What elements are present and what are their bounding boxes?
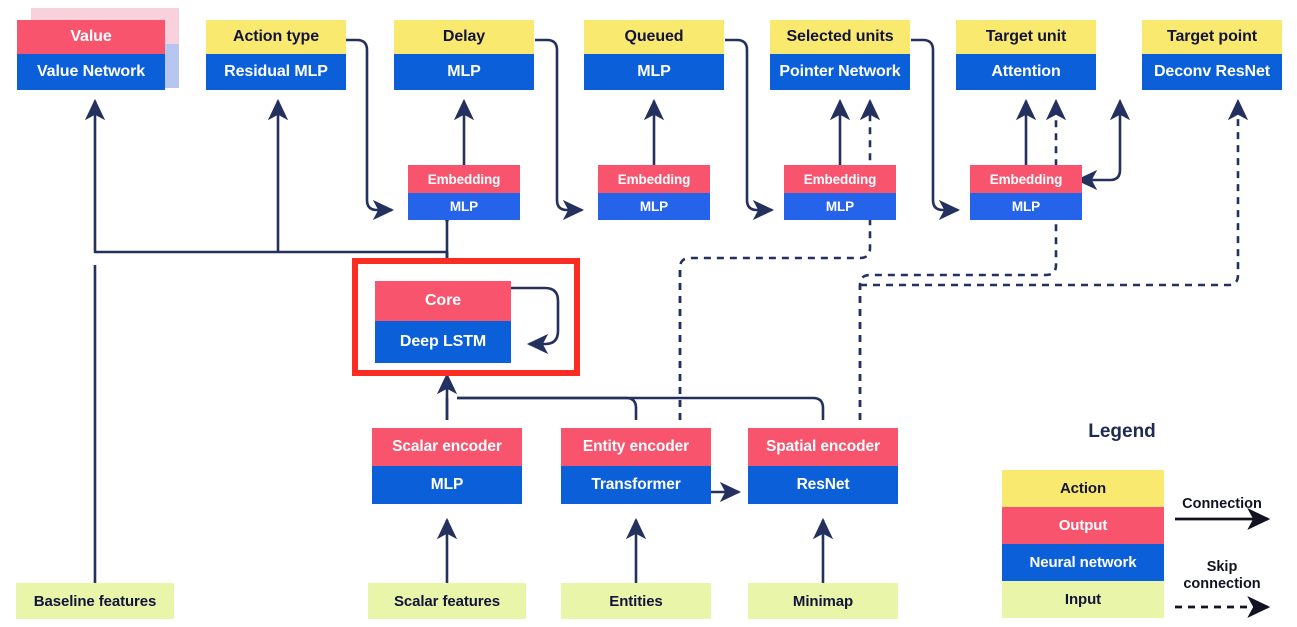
queued-bottom-label: MLP xyxy=(584,54,724,90)
legend-title: Legend xyxy=(1088,421,1156,442)
node-embedding-queued[interactable]: Embedding MLP xyxy=(598,165,710,220)
node-target-point[interactable]: Target point Deconv ResNet xyxy=(1142,20,1282,90)
embedding-selected-units-top-label: Embedding xyxy=(784,165,896,193)
node-embedding-delay[interactable]: Embedding MLP xyxy=(408,165,520,220)
target-point-bottom-label: Deconv ResNet xyxy=(1142,54,1282,90)
scalar-encoder-top-label: Scalar encoder xyxy=(372,428,522,466)
node-value-head[interactable]: Value Value Network xyxy=(17,20,165,90)
delay-bottom-label: MLP xyxy=(394,54,534,90)
input-minimap-label: Minimap xyxy=(748,583,898,619)
legend-skip-connection-label-line1: Skip xyxy=(1206,559,1238,575)
legend-connection-label: Connection xyxy=(1182,496,1262,512)
embedding-delay-top-label: Embedding xyxy=(408,165,520,193)
legend-swatches: Action Output Neural network Input xyxy=(1002,470,1164,618)
target-unit-bottom-label: Attention xyxy=(956,54,1096,90)
node-entity-encoder[interactable]: Entity encoder Transformer xyxy=(561,428,711,504)
target-point-top-label: Target point xyxy=(1142,20,1282,54)
node-core[interactable]: Core Deep LSTM xyxy=(375,281,511,363)
legend-swatch-output: Output xyxy=(1002,507,1164,544)
embedding-queued-top-label: Embedding xyxy=(598,165,710,193)
spatial-encoder-top-label: Spatial encoder xyxy=(748,428,898,466)
delay-top-label: Delay xyxy=(394,20,534,54)
queued-top-label: Queued xyxy=(584,20,724,54)
node-embedding-selected-units[interactable]: Embedding MLP xyxy=(784,165,896,220)
node-queued[interactable]: Queued MLP xyxy=(584,20,724,90)
legend-swatch-action: Action xyxy=(1002,470,1164,507)
embedding-queued-bottom-label: MLP xyxy=(598,193,710,220)
node-scalar-encoder[interactable]: Scalar encoder MLP xyxy=(372,428,522,504)
core-bottom-label: Deep LSTM xyxy=(375,321,511,363)
spatial-encoder-bottom-label: ResNet xyxy=(748,466,898,504)
action-type-bottom-label: Residual MLP xyxy=(206,54,346,90)
input-entities-label: Entities xyxy=(561,583,711,619)
scalar-encoder-bottom-label: MLP xyxy=(372,466,522,504)
node-input-minimap[interactable]: Minimap xyxy=(748,583,898,619)
legend-skip-connection-label-line2: connection xyxy=(1183,575,1261,592)
node-embedding-target-unit[interactable]: Embedding MLP xyxy=(970,165,1082,220)
core-highlight-frame xyxy=(352,258,580,376)
node-input-scalar-features[interactable]: Scalar features xyxy=(368,583,526,619)
legend-swatch-input: Input xyxy=(1002,581,1164,618)
node-spatial-encoder[interactable]: Spatial encoder ResNet xyxy=(748,428,898,504)
embedding-delay-bottom-label: MLP xyxy=(408,193,520,220)
legend-swatch-neural-network: Neural network xyxy=(1002,544,1164,581)
selected-units-top-label: Selected units xyxy=(770,20,910,54)
embedding-selected-units-bottom-label: MLP xyxy=(784,193,896,220)
node-target-unit[interactable]: Target unit Attention xyxy=(956,20,1096,90)
legend-skip-connection-label: Skip connection xyxy=(1183,559,1260,592)
node-delay[interactable]: Delay MLP xyxy=(394,20,534,90)
core-top-label: Core xyxy=(375,281,511,321)
input-baseline-features-label: Baseline features xyxy=(16,583,174,619)
node-input-entities[interactable]: Entities xyxy=(561,583,711,619)
node-action-type[interactable]: Action type Residual MLP xyxy=(206,20,346,90)
embedding-target-unit-bottom-label: MLP xyxy=(970,193,1082,220)
entity-encoder-bottom-label: Transformer xyxy=(561,466,711,504)
node-selected-units[interactable]: Selected units Pointer Network xyxy=(770,20,910,90)
value-head-top-label: Value xyxy=(17,20,165,54)
action-type-top-label: Action type xyxy=(206,20,346,54)
node-input-baseline-features[interactable]: Baseline features xyxy=(16,583,174,619)
entity-encoder-top-label: Entity encoder xyxy=(561,428,711,466)
value-head-bottom-label: Value Network xyxy=(17,54,165,90)
embedding-target-unit-top-label: Embedding xyxy=(970,165,1082,193)
selected-units-bottom-label: Pointer Network xyxy=(770,54,910,90)
target-unit-top-label: Target unit xyxy=(956,20,1096,54)
input-scalar-features-label: Scalar features xyxy=(368,583,526,619)
